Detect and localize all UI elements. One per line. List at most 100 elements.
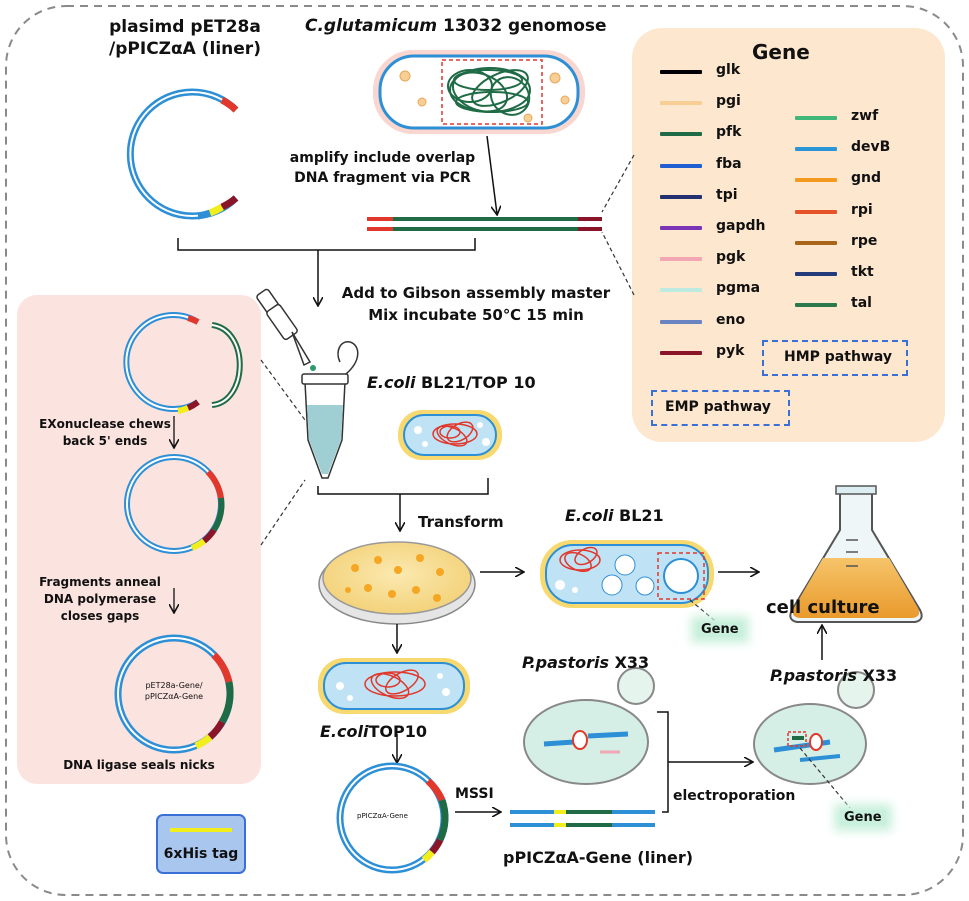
emp-gene-swatch-pyk bbox=[660, 350, 702, 355]
emp-gene-label-fba: fba bbox=[716, 155, 742, 172]
hmp-gene-swatch-devB bbox=[795, 147, 837, 152]
gibson-step2-plasmid bbox=[124, 454, 225, 554]
hmp-pathway-box: HMP pathway bbox=[762, 340, 908, 376]
pastoris-cell-right bbox=[753, 671, 875, 785]
pastoris-right-species: P.pastoris bbox=[770, 666, 857, 685]
pastoris-left-strain: X33 bbox=[614, 653, 650, 672]
ecoli-bl21-title: E.coli BL21 bbox=[565, 506, 664, 525]
plasmid-title: plasimd pET28a /pPICZαA (liner) bbox=[103, 16, 267, 60]
ecoli-bl21-species: E.coli bbox=[565, 506, 614, 525]
ecoli-cell-top bbox=[398, 410, 502, 460]
gibson-line2: Mix incubate 50℃ 15 min bbox=[368, 306, 584, 324]
ecoli-bl21-cell bbox=[540, 540, 714, 608]
linear-product-label: pPICZαA-Gene (liner) bbox=[503, 848, 694, 867]
hmp-gene-label-zwf: zwf bbox=[851, 108, 879, 124]
legend-title: Gene bbox=[752, 40, 810, 64]
genome-rest: 13032 genomose bbox=[443, 16, 607, 36]
emp-gene-swatch-tpi bbox=[660, 194, 702, 199]
hmp-gene-swatch-gnd bbox=[795, 178, 837, 183]
gene-tag-bl21: Gene bbox=[697, 622, 743, 637]
hmp-gene-swatch-tal bbox=[795, 303, 837, 308]
his-tag-label: 6xHis tag bbox=[163, 846, 239, 862]
gibson-final-label-line1: pET28a-Gene/ bbox=[145, 681, 203, 690]
emp-pathway-box: EMP pathway bbox=[651, 390, 790, 426]
eppendorf-tube bbox=[301, 341, 359, 479]
genome-species: C.glutamicum bbox=[305, 16, 438, 36]
emp-gene-label-pgk: pgk bbox=[716, 249, 746, 266]
emp-gene-swatch-fba bbox=[660, 163, 702, 168]
gibson-step1-line2: back 5' ends bbox=[62, 434, 148, 448]
gibson-step1-plasmid bbox=[123, 312, 243, 414]
ecoli-top10-strain: TOP10 bbox=[368, 722, 427, 741]
emp-gene-swatch-glk bbox=[660, 70, 702, 74]
hmp-gene-swatch-rpi bbox=[795, 209, 837, 214]
pastoris-right-title: P.pastoris X33 bbox=[770, 666, 897, 685]
culture-flask bbox=[789, 485, 923, 623]
ecoli-species: E.coli bbox=[367, 373, 416, 392]
gibson-final-label-line2: pPICZαA-Gene bbox=[144, 692, 204, 701]
hmp-gene-label-devB: devB bbox=[851, 139, 891, 156]
gibson-label: Add to Gibson assembly master Mix incuba… bbox=[338, 282, 614, 326]
hmp-gene-swatch-tkt bbox=[795, 272, 837, 276]
hmp-gene-label-rpe: rpe bbox=[851, 232, 878, 249]
emp-gene-swatch-pgi bbox=[660, 101, 702, 106]
emp-gene-label-eno: eno bbox=[716, 311, 746, 328]
pcr-fragment bbox=[367, 217, 602, 231]
pastoris-cell-left bbox=[523, 667, 655, 785]
pastoris-left-species: P.pastoris bbox=[522, 653, 609, 672]
hmp-gene-label-rpi: rpi bbox=[851, 201, 873, 218]
hmp-gene-label-tal: tal bbox=[851, 295, 872, 312]
ecoli-top10-cell bbox=[318, 658, 470, 714]
gibson-final-label: pET28a-Gene/ pPICZαA-Gene bbox=[118, 680, 230, 702]
outer-frame bbox=[5, 5, 964, 896]
ecoli-top10-species: E.coli bbox=[320, 722, 369, 741]
gibson-step1-text: EXonuclease chews back 5' ends bbox=[20, 416, 190, 450]
gibson-step2-text: Fragments anneal DNA polymerase closes g… bbox=[20, 574, 180, 625]
c-glutamicum-cell bbox=[373, 50, 585, 134]
cell-culture-label: cell culture bbox=[766, 597, 880, 618]
emp-gene-swatch-pfk bbox=[660, 132, 702, 137]
hmp-gene-label-tkt: tkt bbox=[851, 264, 874, 280]
gibson-step2-line1: Fragments anneal bbox=[39, 575, 161, 589]
small-plasmid-label: pPICZαA-Gene bbox=[357, 812, 408, 820]
pastoris-right-strain: X33 bbox=[862, 666, 898, 685]
emp-gene-label-glk: glk bbox=[716, 62, 741, 78]
gibson-step2-line2: DNA polymerase bbox=[43, 592, 157, 606]
ecoli-bl21-strain: BL21 bbox=[619, 506, 664, 525]
gibson-step3-text: DNA ligase seals nicks bbox=[63, 758, 215, 772]
electroporation-label: electroporation bbox=[673, 788, 796, 804]
gibson-step3-plasmid bbox=[114, 634, 234, 754]
ecoli-top10-title: E.coliTOP10 bbox=[320, 722, 427, 741]
pipette bbox=[256, 288, 316, 371]
ecoli-title: E.coli BL21/TOP 10 bbox=[367, 373, 536, 392]
his-tag-box bbox=[156, 814, 246, 874]
gibson-line1: Add to Gibson assembly master bbox=[341, 284, 611, 302]
plasmid-title-line2: /pPICZαA (liner) bbox=[109, 39, 261, 59]
gibson-step1-line1: EXonuclease chews bbox=[39, 417, 171, 431]
emp-gene-swatch-pgk bbox=[660, 257, 702, 262]
emp-gene-label-gapdh: gapdh bbox=[716, 218, 766, 234]
hmp-gene-label-gnd: gnd bbox=[851, 170, 882, 187]
emp-gene-swatch-eno bbox=[660, 319, 702, 324]
emp-gene-label-pgi: pgi bbox=[716, 93, 741, 110]
pcr-line2: DNA fragment via PCR bbox=[294, 170, 471, 186]
linear-plasmid-vector bbox=[126, 88, 239, 220]
petri-dish bbox=[318, 541, 476, 625]
emp-gene-swatch-pgma bbox=[660, 288, 702, 293]
linear-product-fragment bbox=[510, 810, 655, 827]
legend-panel bbox=[632, 28, 945, 442]
emp-gene-label-pyk: pyk bbox=[716, 342, 745, 359]
genome-title: C.glutamicum 13032 genomose bbox=[305, 16, 607, 36]
emp-pathway-label: EMP pathway bbox=[665, 399, 771, 415]
emp-gene-label-pgma: pgma bbox=[716, 280, 761, 297]
hmp-pathway-label: HMP pathway bbox=[784, 349, 892, 365]
closed-plasmid-ppiczaa-gene bbox=[336, 762, 449, 874]
mssi-label: MSSI bbox=[455, 786, 494, 802]
emp-gene-label-pfk: pfk bbox=[716, 124, 742, 141]
emp-gene-swatch-gapdh bbox=[660, 226, 702, 230]
gene-tag-pastoris: Gene bbox=[840, 810, 886, 825]
hmp-gene-swatch-zwf bbox=[795, 116, 837, 120]
pastoris-left-title: P.pastoris X33 bbox=[522, 653, 649, 672]
transform-label: Transform bbox=[418, 513, 504, 531]
